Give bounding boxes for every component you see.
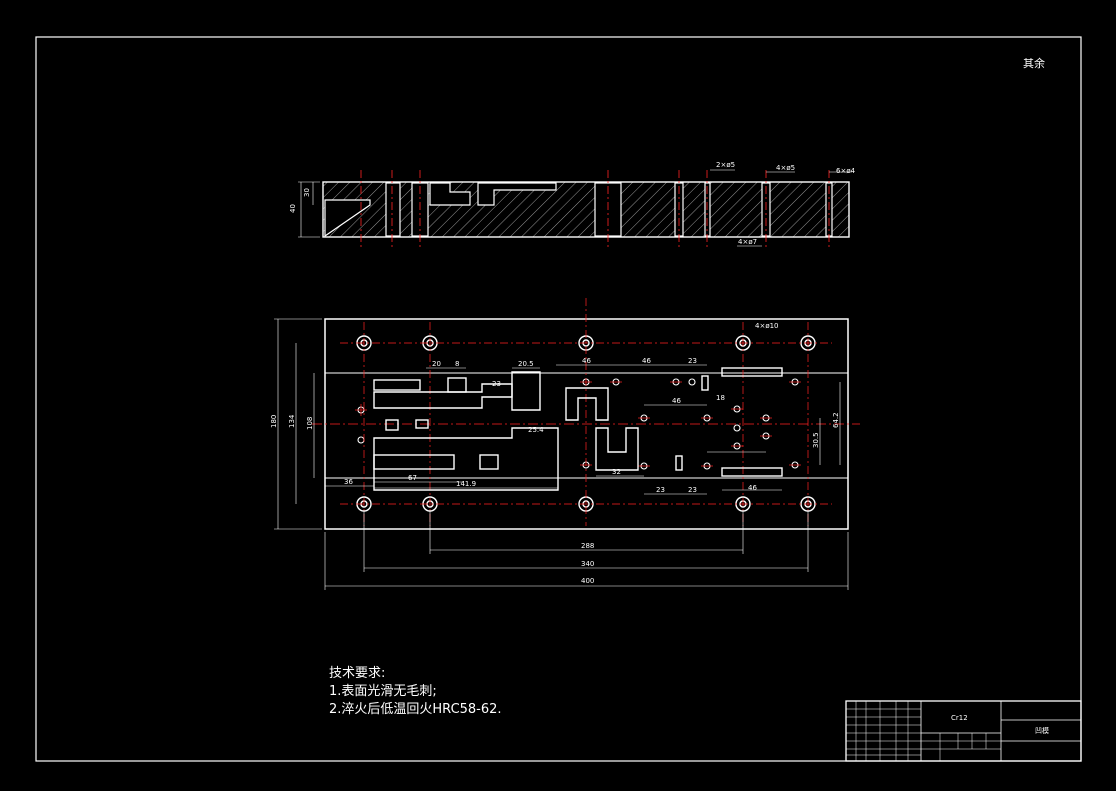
dim-46d: 46 xyxy=(748,484,757,492)
plan-view: 400 340 288 180 134 108 36 67 141.9 20 8… xyxy=(270,298,860,590)
dim-46c: 46 xyxy=(672,397,681,405)
dim-overall-length: 400 xyxy=(581,577,594,585)
dim-1419: 141.9 xyxy=(456,480,476,488)
dim-46a: 46 xyxy=(582,357,591,365)
section-body xyxy=(322,181,850,238)
technical-requirements: 技术要求: 1.表面光滑无毛刺; 2.淬火后低温回火HRC58-62. xyxy=(329,665,502,719)
dim-hole-6: 6×ø4 xyxy=(836,167,856,175)
section-view: 40 30 2×ø5 4×ø5 6×ø4 4×ø7 xyxy=(289,161,856,248)
dim-23: 23 xyxy=(492,380,501,388)
dim-depth: 30 xyxy=(303,188,311,197)
dim-305: 30.5 xyxy=(812,432,820,448)
tech-item-1: 1.表面光滑无毛刺; xyxy=(329,684,437,699)
section-step-2 xyxy=(477,182,557,206)
dim-642: 64.2 xyxy=(832,412,840,428)
dim-18: 18 xyxy=(716,394,725,402)
section-slot-1 xyxy=(385,182,401,237)
dim-205: 20.5 xyxy=(518,360,534,368)
section-step xyxy=(429,182,471,206)
dim-46b: 46 xyxy=(642,357,651,365)
tech-heading: 技术要求: xyxy=(329,666,386,681)
title-block xyxy=(845,700,1082,762)
dim-23b: 23 xyxy=(688,357,697,365)
dim-inner-width: 134 xyxy=(288,414,296,428)
dim-hole-span-outer: 340 xyxy=(581,560,594,568)
material-label: Cr12 xyxy=(951,714,968,722)
dim-23d: 23 xyxy=(688,486,697,494)
part-name: 凹模 xyxy=(1035,726,1049,735)
dim-20: 20 xyxy=(432,360,441,368)
dim-thickness: 40 xyxy=(289,204,297,213)
dim-hole-2: 2×ø5 xyxy=(716,161,735,169)
dim-hole-top: 4×ø10 xyxy=(755,322,779,330)
dim-hole-span-inner: 288 xyxy=(581,542,594,550)
dim-left-36: 36 xyxy=(344,478,353,486)
tech-item-2: 2.淬火后低温回火HRC58-62. xyxy=(329,702,502,717)
dim-hole-4: 4×ø5 xyxy=(776,164,795,172)
dim-mid-width: 108 xyxy=(306,417,314,430)
section-taper xyxy=(324,199,371,238)
dim-hole-7: 4×ø7 xyxy=(738,238,757,246)
dim-32: 32 xyxy=(612,468,621,476)
dim-overall-width: 180 xyxy=(270,415,278,428)
dim-254: 25.4 xyxy=(528,426,544,434)
dim-23c: 23 xyxy=(656,486,665,494)
dim-8: 8 xyxy=(455,360,459,368)
surface-roughness-note: 其余 xyxy=(1023,57,1045,70)
pilot-holes xyxy=(355,378,801,470)
sheet-border xyxy=(35,36,1082,762)
section-slot-5 xyxy=(704,182,711,237)
die-cavity xyxy=(373,367,783,491)
dim-67: 67 xyxy=(408,474,417,482)
